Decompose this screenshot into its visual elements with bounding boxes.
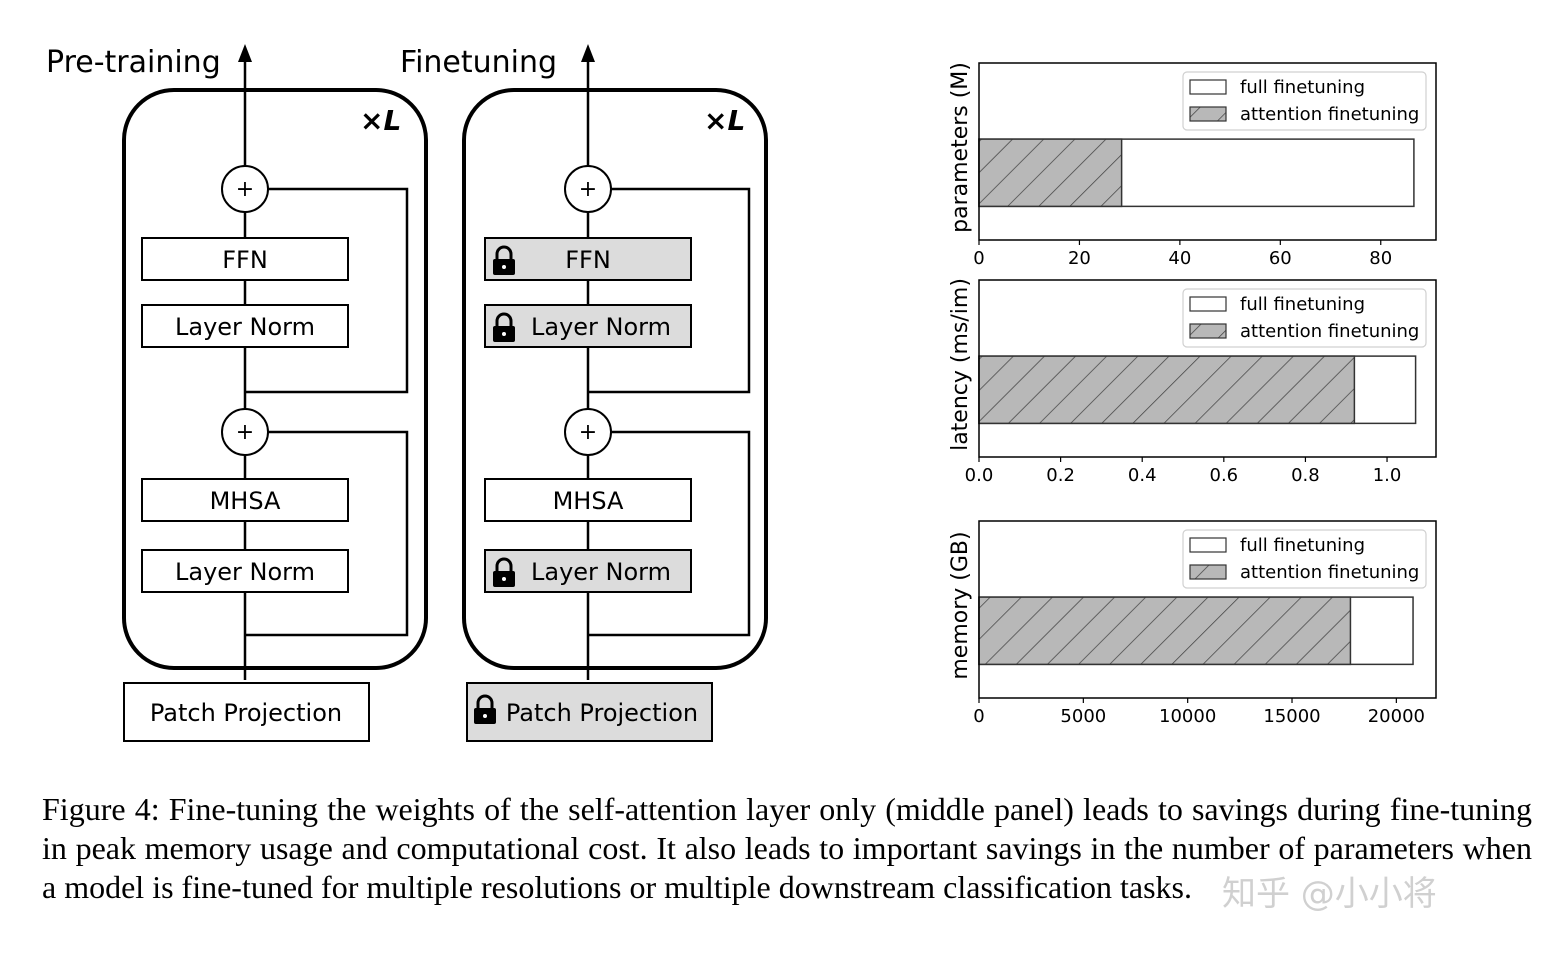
- residual-connection-mhsa: [245, 430, 409, 637]
- plus-node-mhsa: +: [564, 408, 612, 456]
- x-tick-label: 0.0: [965, 465, 994, 486]
- y-axis-label: latency (ms/im): [948, 278, 973, 451]
- residual-connection-ffn: [245, 187, 409, 394]
- legend-label: full finetuning: [1240, 77, 1365, 98]
- legend-box: [1182, 529, 1427, 589]
- plus-symbol: +: [236, 177, 254, 202]
- x-tick-label: 1.0: [1373, 465, 1402, 486]
- legend-label: attention finetuning: [1240, 321, 1419, 342]
- block-label: FFN: [222, 246, 268, 274]
- x-tick-label: 10000: [1159, 706, 1216, 727]
- block-layer-norm-1-frozen: Layer Norm: [484, 304, 692, 348]
- block-layer-norm-1: Layer Norm: [141, 304, 349, 348]
- x-tick-label: 40: [1168, 248, 1191, 269]
- residual-connection-mhsa: [588, 430, 751, 637]
- block-label: Layer Norm: [175, 313, 315, 341]
- axes-frame: [978, 62, 1437, 241]
- block-layer-norm-2: Layer Norm: [141, 549, 349, 593]
- plus-node-mhsa: +: [221, 408, 269, 456]
- legend-swatch-full: [1189, 79, 1227, 95]
- residual-connection-ffn: [588, 187, 751, 394]
- figure-caption: Figure 4: Fine-tuning the weights of the…: [42, 791, 1532, 905]
- y-axis-label: parameters (M): [948, 62, 973, 233]
- block-layer-norm-2-frozen: Layer Norm: [484, 549, 692, 593]
- x-tick-label: 0.8: [1291, 465, 1320, 486]
- plus-symbol: +: [236, 420, 254, 445]
- legend-label: attention finetuning: [1240, 562, 1419, 583]
- block-mhsa: MHSA: [141, 478, 349, 522]
- x-tick-label: 0.4: [1128, 465, 1157, 486]
- bar-charts: 0 20 40 60 80 parameters (M) full finetuning at…: [948, 62, 1437, 727]
- legend-box: [1182, 71, 1427, 131]
- chart-2: 0.0 0.2 0.4 0.6 0.8 1.0 latency (ms/im) full fi…: [948, 278, 1437, 486]
- axes-frame: [978, 279, 1437, 458]
- legend-swatch-attention: [1189, 106, 1227, 122]
- block-label: Layer Norm: [531, 558, 671, 586]
- block-ffn-frozen: FFN: [484, 237, 692, 281]
- repeat-label: ×L: [704, 104, 745, 137]
- bar-attention-finetuning: [978, 138, 1123, 208]
- legend-swatch-attention: [1189, 323, 1227, 339]
- plus-node-ffn: +: [221, 165, 269, 213]
- plus-symbol: +: [579, 420, 597, 445]
- x-tick-label: 0.2: [1046, 465, 1075, 486]
- block-mhsa: MHSA: [484, 478, 692, 522]
- block-label: FFN: [565, 246, 611, 274]
- watermark-text: 知乎 @小小将: [1222, 874, 1437, 914]
- block-label: MHSA: [553, 487, 624, 515]
- chart-3: 0 5000 10000 15000 20000 memory (GB) full fine…: [948, 520, 1437, 727]
- x-tick-label: 0.6: [1210, 465, 1239, 486]
- legend-label: attention finetuning: [1240, 104, 1419, 125]
- legend-label: full finetuning: [1240, 535, 1365, 556]
- x-tick-label: 15000: [1263, 706, 1320, 727]
- output-arrow-icon: [581, 44, 595, 62]
- finetuning-title: Finetuning: [400, 45, 557, 80]
- repeat-block-border: [462, 88, 768, 670]
- block-label: Layer Norm: [531, 313, 671, 341]
- legend-box: [1182, 288, 1427, 348]
- legend-swatch-full: [1189, 296, 1227, 312]
- pretraining-diagram: Pre-training ×L + + FFN Layer Norm MHSA: [46, 44, 428, 742]
- y-axis-label: memory (GB): [948, 531, 973, 679]
- legend-label: full finetuning: [1240, 294, 1365, 315]
- repeat-label: ×L: [360, 104, 401, 137]
- plus-symbol: +: [579, 177, 597, 202]
- block-label: MHSA: [210, 487, 281, 515]
- x-tick-label: 60: [1269, 248, 1292, 269]
- bar-attention-finetuning: [978, 596, 1352, 666]
- block-label: Layer Norm: [175, 558, 315, 586]
- block-patch-projection-frozen: Patch Projection: [466, 682, 713, 742]
- legend: full finetuning attention finetuning: [1182, 71, 1427, 131]
- repeat-block-border: [122, 88, 428, 670]
- block-ffn: FFN: [141, 237, 349, 281]
- axes-frame: [978, 520, 1437, 699]
- x-tick-label: 20000: [1368, 706, 1425, 727]
- bar-attention-finetuning: [978, 355, 1356, 425]
- legend-swatch-attention: [1189, 564, 1227, 580]
- legend: full finetuning attention finetuning: [1182, 288, 1427, 348]
- x-tick-label: 0: [973, 248, 984, 269]
- block-label: Patch Projection: [150, 699, 342, 727]
- plus-node-ffn: +: [564, 165, 612, 213]
- legend-swatch-full: [1189, 537, 1227, 553]
- legend: full finetuning attention finetuning: [1182, 529, 1427, 589]
- block-label: Patch Projection: [506, 699, 698, 727]
- x-tick-label: 20: [1068, 248, 1091, 269]
- pretraining-title: Pre-training: [46, 45, 221, 80]
- x-tick-label: 5000: [1060, 706, 1106, 727]
- chart-1: 0 20 40 60 80 parameters (M) full finetuning at…: [948, 62, 1437, 269]
- x-tick-label: 80: [1369, 248, 1392, 269]
- block-patch-projection: Patch Projection: [123, 682, 370, 742]
- finetuning-diagram: Finetuning ×L + + FFN Layer Norm MHSA: [400, 44, 768, 742]
- output-arrow-icon: [238, 44, 252, 62]
- x-tick-label: 0: [973, 706, 984, 727]
